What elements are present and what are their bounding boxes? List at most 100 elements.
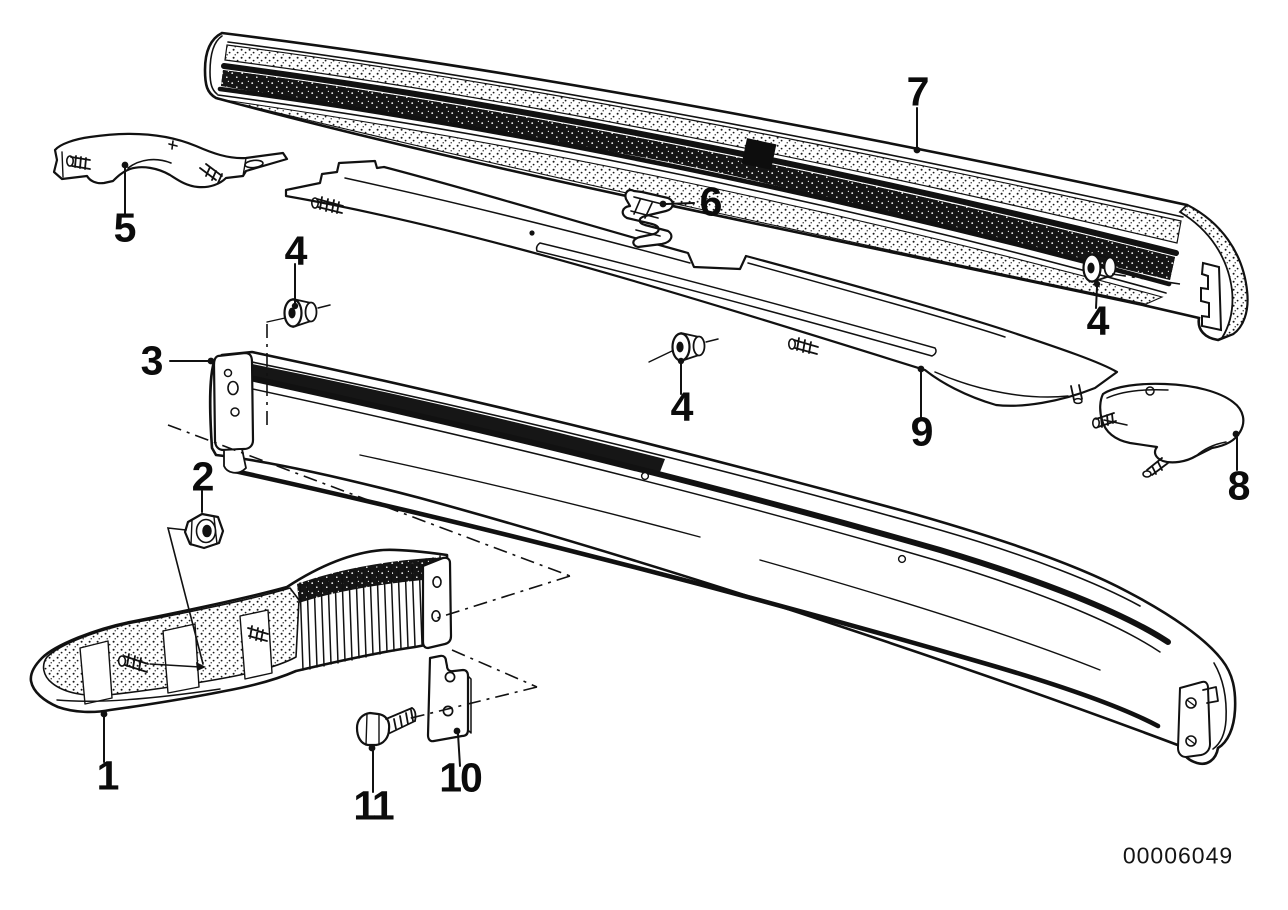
bellows1-plate-hole2 [431,609,441,622]
nut2-hole [202,524,212,538]
bumper3-reflect1 [359,454,701,538]
bumper3-reflect2 [759,559,1101,671]
bracket3-hole2 [227,380,239,396]
bellows1-stud-b [247,625,269,642]
bumper7-right-cap [1178,203,1249,340]
clip6-spring-lines [630,196,663,237]
callout-7[interactable]: 7 [906,68,930,115]
callout-4-mid[interactable]: 4 [670,383,694,430]
grommet-4-right [1082,253,1117,283]
strip9-slot [535,242,937,357]
axis-upper-arm2 [436,575,571,619]
bumper3-rivet2 [897,554,907,564]
bracket8-stud2 [1146,457,1169,476]
bellows1-divider2 [162,623,200,694]
bolt11-head-facets [365,713,380,746]
callout-2[interactable]: 2 [191,453,215,500]
bumper3-groove [247,375,1171,645]
part-3-bumper-bar-middle [208,350,1237,766]
callout-1[interactable]: 1 [96,752,120,799]
bolt11-head [355,711,391,747]
part-9-backing-strip [284,159,1119,407]
callout-3[interactable]: 3 [140,337,164,384]
callout-5[interactable]: 5 [113,204,137,251]
leader-2-bend [166,527,204,665]
bumper7-stipple-lower [214,97,1164,305]
bracket5-plus-mark [168,140,178,150]
bracket5-slot [244,159,264,169]
bracket5-outline [52,132,289,189]
strip9-stud-left-cap [310,197,319,209]
grommet-4-mid [671,332,719,362]
bracket8-stud2-cap [1142,470,1152,478]
part-2-nut [183,512,225,550]
bumper7-rubber-bottom-line [217,86,1172,287]
axis-lower-arm2 [406,686,538,720]
bumper3-end-hook [1202,686,1219,704]
bellows1-dark-band [297,557,447,603]
callout-9[interactable]: 9 [910,408,934,455]
strip9-stud-left [316,196,344,214]
bracket5-tab-line [61,151,247,178]
bumper3-rivet1 [640,471,650,481]
part-1-corner-bellows [29,548,453,714]
bumper3-line3 [247,387,1161,653]
diagram-number: 00006049 [1122,842,1234,869]
bracket3-hole3 [230,407,240,417]
bumper7-lower-line [217,94,1167,294]
strip9-stud-mid [793,337,819,355]
bracket8-outline [1099,382,1245,464]
strip9-rivet [529,230,535,236]
leader-4c [1095,286,1098,309]
callout-6[interactable]: 6 [699,178,723,225]
bumper7-stipple-upper [224,44,1182,244]
bracket5-arch [127,158,172,169]
plate10-hole1 [444,671,456,683]
bellows1-plate-hole1 [432,575,442,588]
leader-4a-bend [266,317,286,323]
bumper7-top-line2 [227,41,1184,218]
callout-10[interactable]: 10 [439,754,483,801]
strip9-pin [1070,384,1083,401]
bracket8-stud-cap [1092,417,1101,429]
leader-2-arrow [196,662,206,671]
plate10-outline [426,654,470,743]
bracket5-stud-left-cap [66,155,75,167]
part-10-plate [426,654,472,743]
axis-upper-arm1 [167,424,571,577]
strip9-flange-line [344,177,1006,338]
leader-4b-bend [648,350,673,363]
callout-11[interactable]: 11 [353,782,394,829]
callout-8[interactable]: 8 [1227,462,1251,509]
bracket3-plate [212,351,255,452]
bracket5-stud-left [70,155,91,170]
bolt11-shank [385,707,416,734]
callout-leaders [100,107,1240,793]
bracket8-stud [1095,412,1117,428]
bellows1-stud-a-cap [117,655,127,667]
leader-2-stud-axis [149,663,201,668]
bumper7-rubber-top-line [221,63,1179,256]
part-5-bracket [52,132,289,189]
part-4-grommets [283,253,1117,362]
callout-4-right[interactable]: 4 [1086,297,1110,344]
bumper7-left-cap-line [209,35,223,95]
bracket8-hole [1145,386,1155,396]
axis-grommet-right [1111,273,1181,285]
plate10-edge [467,675,472,734]
bumper3-line2 [251,361,1141,607]
bellows1-end-plate [421,556,453,650]
callout-4-left[interactable]: 4 [284,227,308,274]
grommet-4-left [283,298,331,328]
bumper3-dark-band [251,364,665,472]
plate10-hole2 [442,705,454,717]
assembly-axis-lines [167,273,1181,720]
strip9-flap-line [934,371,1069,398]
bumper3-shadow [227,467,1161,729]
part-8-bracket [1092,382,1245,478]
bracket3-hook [223,448,247,474]
bellows1-divider3 [239,609,273,680]
part-7-bumper-bar-top [203,31,1249,342]
